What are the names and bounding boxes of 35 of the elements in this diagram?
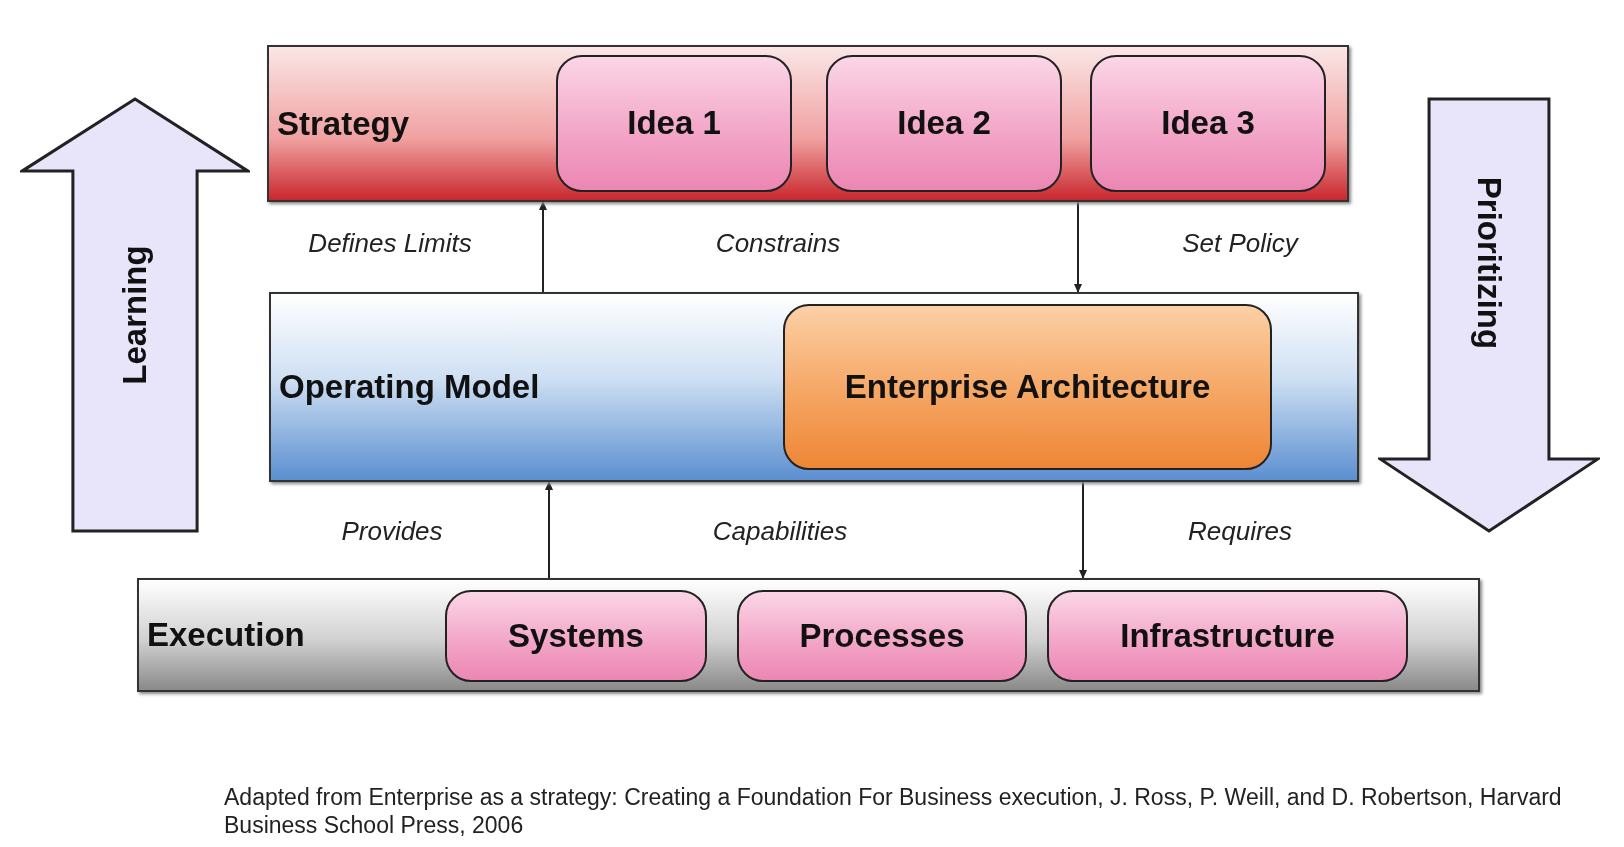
strategy-band bbox=[267, 45, 1349, 202]
up-arrow-shape bbox=[20, 97, 250, 533]
component-box bbox=[1047, 590, 1408, 682]
arrow bbox=[1074, 201, 1082, 293]
arrow bbox=[539, 201, 547, 293]
idea-box bbox=[1090, 55, 1326, 192]
arrow bbox=[1079, 481, 1087, 579]
arrow-label: Prioritizing bbox=[1470, 176, 1508, 349]
relation-label: Constrains bbox=[715, 228, 841, 259]
box-label: Processes bbox=[799, 618, 965, 654]
execution-band bbox=[137, 578, 1480, 692]
arrow-label: Learning bbox=[116, 245, 154, 385]
layer-title: Execution bbox=[147, 616, 305, 654]
box-label: Idea 3 bbox=[1161, 106, 1255, 141]
box-label: Idea 2 bbox=[897, 106, 991, 141]
box-label: Enterprise Architecture bbox=[844, 369, 1211, 405]
idea-box bbox=[826, 55, 1062, 192]
source-caption: Adapted from Enterprise as a strategy: Creating a Foundation For Business execution, J. Ross, P. Weill, and D. Robertson, Harvard Business School Press, 2006 bbox=[224, 783, 1563, 839]
idea-box bbox=[556, 55, 792, 192]
arrow bbox=[545, 481, 553, 579]
relation-label: Provides bbox=[341, 516, 443, 547]
operating-model-band bbox=[269, 292, 1359, 482]
relation-label: Requires bbox=[1187, 516, 1293, 547]
relation-label: Set Policy bbox=[1182, 228, 1298, 259]
layer-title: Strategy bbox=[277, 104, 410, 143]
component-box bbox=[737, 590, 1027, 682]
relation-label: Defines Limits bbox=[308, 228, 472, 259]
box-label: Systems bbox=[508, 618, 644, 654]
box-label: Idea 1 bbox=[627, 106, 721, 141]
relation-label: Capabilities bbox=[712, 516, 848, 547]
component-box bbox=[445, 590, 707, 682]
layer-title: Operating Model bbox=[279, 368, 540, 406]
architecture-box bbox=[783, 304, 1272, 470]
box-label: Infrastructure bbox=[1120, 618, 1335, 654]
down-arrow-shape bbox=[1378, 97, 1600, 533]
